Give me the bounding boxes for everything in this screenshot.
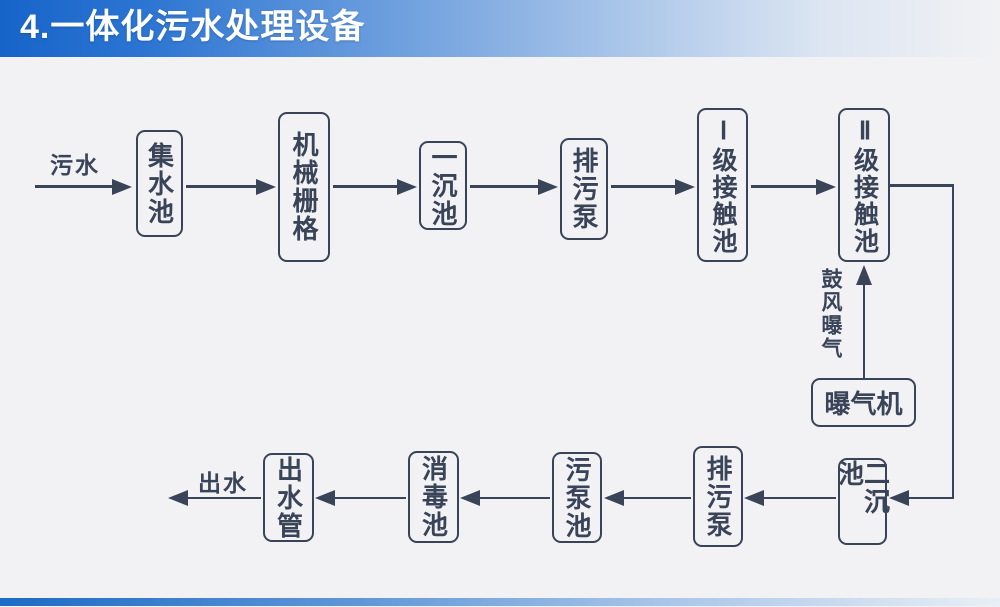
inflow-label: 污水 [50,152,100,178]
flow-node-level2-contact-tank: Ⅱ级接触池 [838,108,890,262]
flow-node-aerator: 曝气机 [811,378,916,427]
flow-node-outlet-pipe: 出水管 [263,453,314,542]
page-title: 4.一体化污水处理设备 [20,8,366,46]
arrow-aerator-to-level2-contact [862,284,866,378]
arrow-secondary-sedimentation-to-pump [763,496,836,500]
arrow-level1-to-level2-contact [751,185,817,188]
flow-node-secondary-sedimentation-tank: 二沉池 [835,458,891,545]
arrow-disinfection-to-outlet-pipe [334,496,406,500]
flow-node-disinfection-tank: 消毒池 [408,451,459,543]
flow-node-sludge-pump-tank: 污泵池 [552,452,602,543]
flow-node-sewage-pump-top: 排污泵 [560,138,608,240]
aeration-label: 鼓风曝气 [819,268,842,360]
arrow-inflow-to-collecting-tank [35,185,113,188]
arrow-grid-to-primary-sedimentation [333,185,398,188]
arrow-pump-to-level1-contact [611,185,676,188]
flow-node-level1-contact-tank: Ⅰ级接触池 [697,108,748,262]
connector-elbow-vertical [951,184,954,500]
flow-node-collecting-tank: 集水池 [136,130,183,237]
flow-node-primary-sedimentation-tank: 一沉池 [419,141,467,230]
slide-footer-bar [0,598,1000,606]
flow-node-mechanical-grid: 机械栅格 [278,112,330,262]
flow-node-sewage-pump-bottom: 排污泵 [693,446,743,547]
arrow-sludge-pump-to-disinfection [479,496,550,500]
arrow-elbow-to-secondary-sedimentation [908,496,954,500]
connector-elbow-horizontal [888,184,954,187]
arrow-collecting-tank-to-grid [186,185,257,188]
outflow-label: 出水 [198,470,248,496]
arrow-outlet-pipe-to-outflow [187,496,261,500]
arrow-primary-sedimentation-to-pump [470,185,539,188]
slide-header: 4.一体化污水处理设备 [0,0,1000,57]
arrow-pump-to-sludge-pump-tank [623,496,691,500]
